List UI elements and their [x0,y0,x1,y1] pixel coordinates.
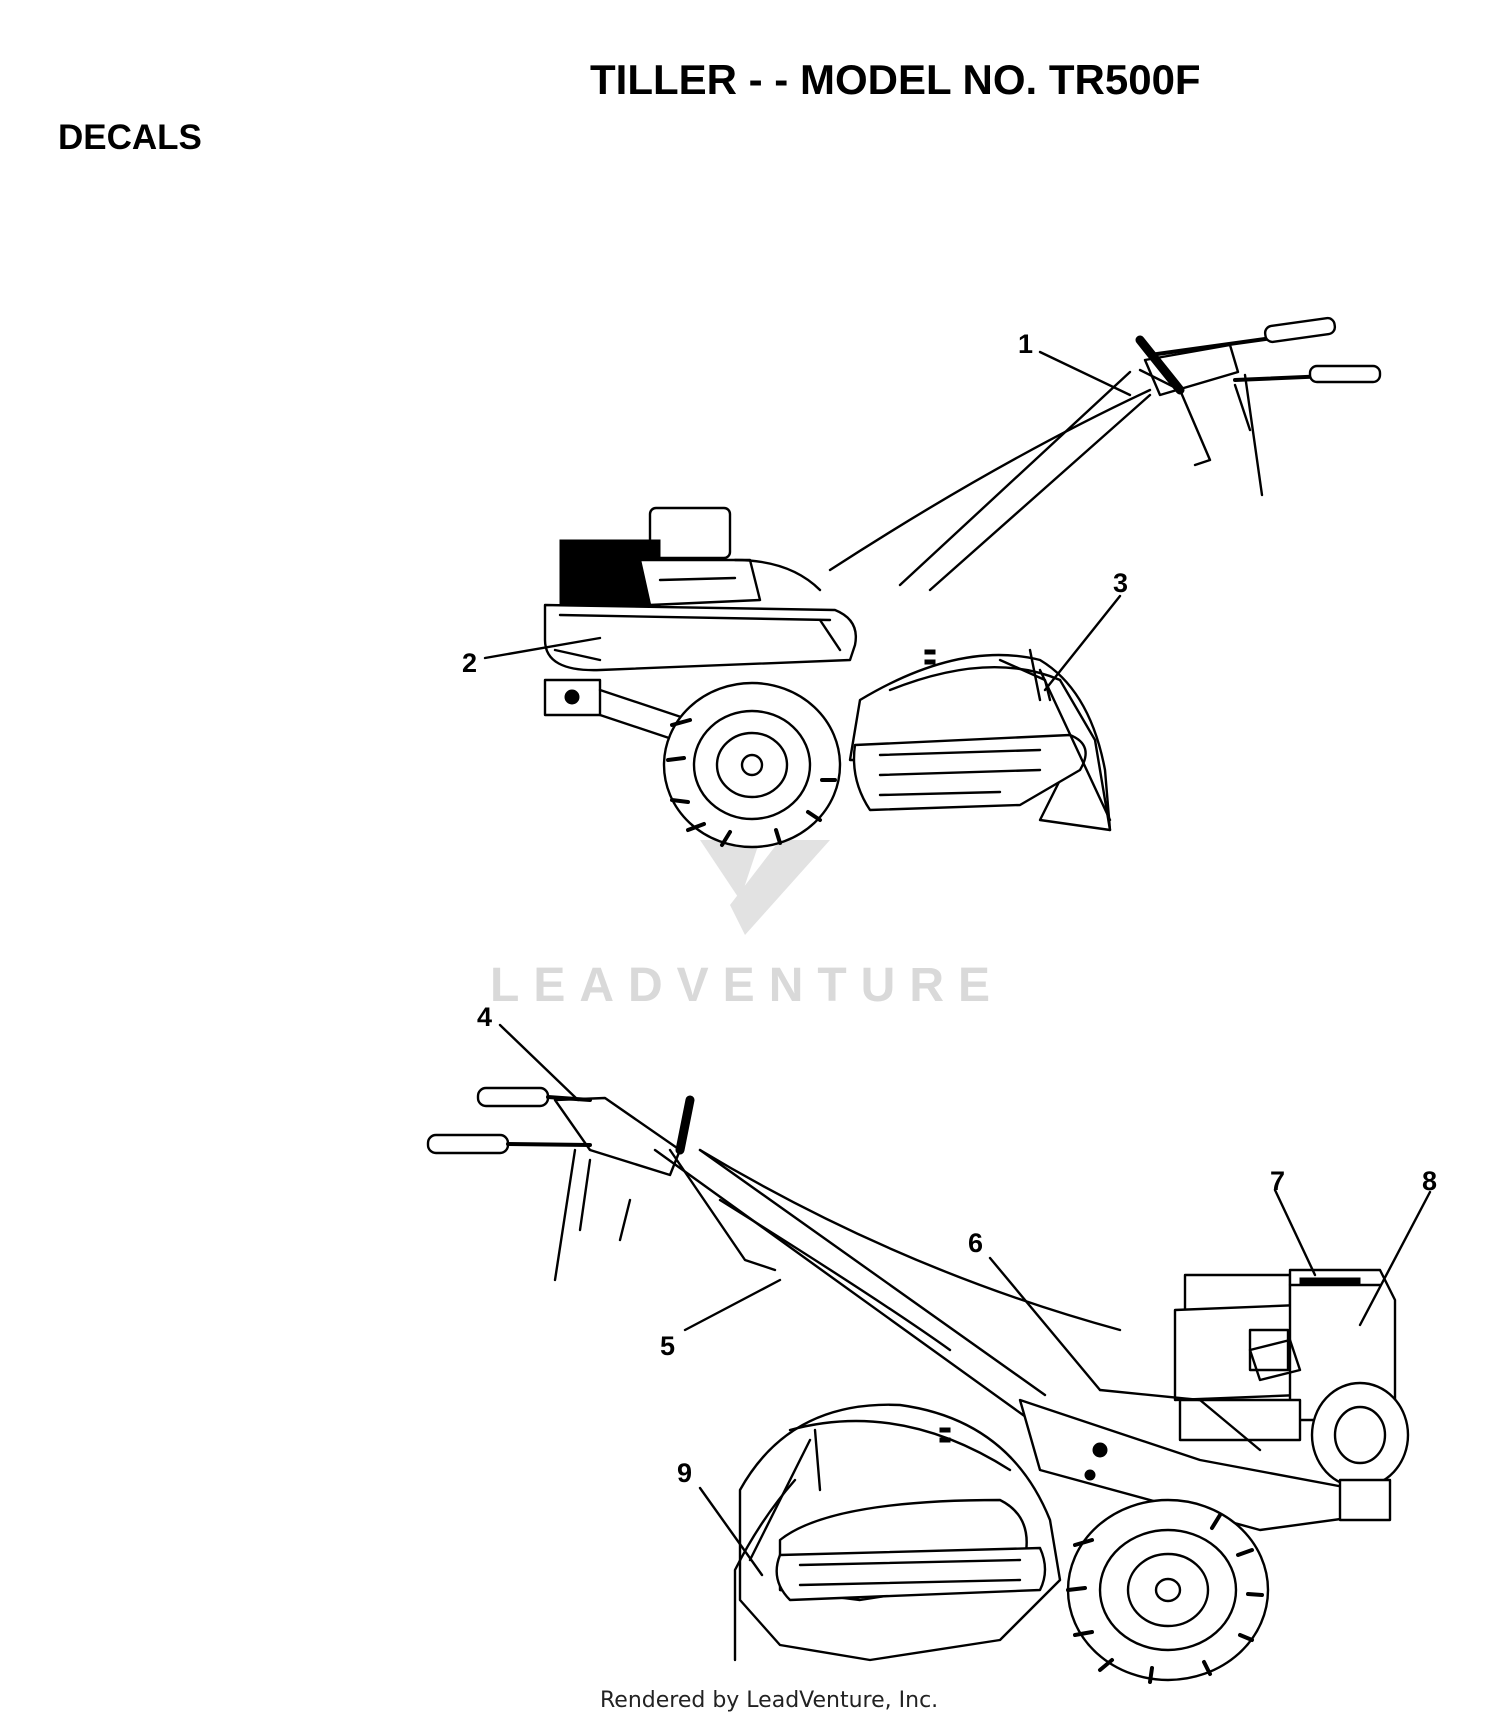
leader-2 [483,636,602,660]
leader-4 [498,1023,580,1102]
leader-8 [1358,1190,1432,1327]
wheel-top [662,681,842,849]
page-title: TILLER - - MODEL NO. TR500F [590,56,1201,103]
callout-7: 7 [1270,1166,1285,1196]
leader-3 [1043,594,1122,692]
watermark-text: LEADVENTURE [490,959,1005,1012]
belt-cover-top [543,603,857,672]
callout-6: 6 [968,1228,983,1258]
leader-5 [683,1278,782,1332]
section-heading: DECALS [58,118,202,157]
callout-3: 3 [1113,568,1128,598]
leader-6 [988,1256,1102,1392]
tine-hood-top [848,648,1112,832]
leader-7 [1273,1188,1317,1277]
callout-5: 5 [660,1331,675,1361]
callout-4: 4 [477,1002,492,1032]
callout-9: 9 [677,1458,692,1488]
leader-9 [698,1486,764,1577]
handlebar-top [828,316,1382,592]
tiller-top-view [483,316,1382,849]
tiller-bottom-view [426,1023,1432,1684]
callout-8: 8 [1422,1166,1437,1196]
leader-1 [1038,350,1132,397]
handlebar-bottom [426,1086,1122,1422]
render-credit: Rendered by LeadVenture, Inc. [600,1688,939,1713]
callout-1: 1 [1018,329,1033,359]
callout-2: 2 [462,648,477,678]
engine-top [559,506,822,611]
wheel-bottom [1066,1498,1270,1684]
tine-hood-bottom [733,1403,1062,1662]
